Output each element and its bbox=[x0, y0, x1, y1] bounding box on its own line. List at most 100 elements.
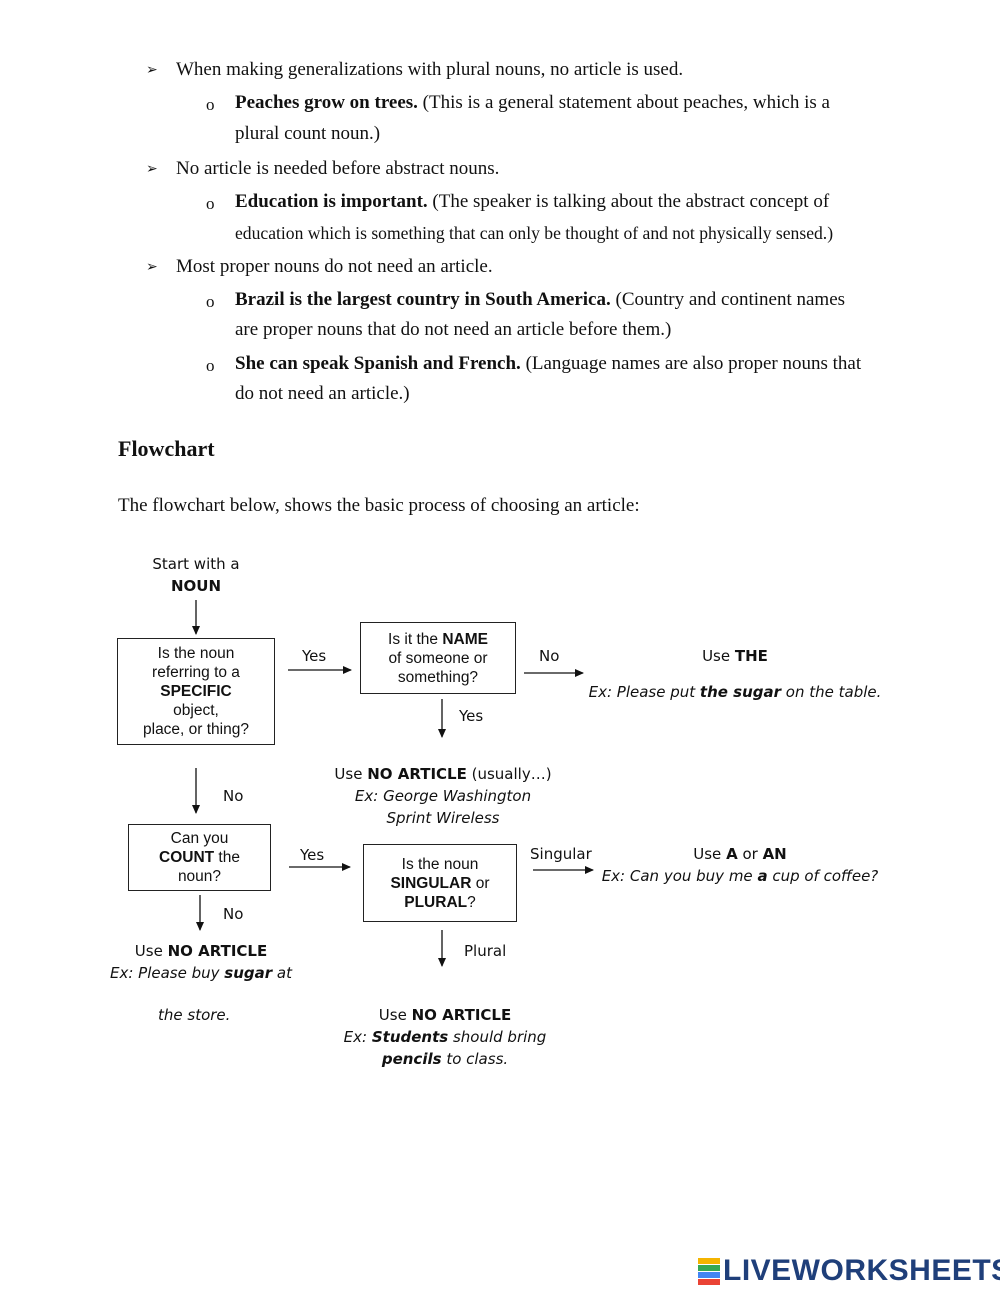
example-note-cont: plural count noun.) bbox=[235, 123, 381, 144]
q2-line: something? bbox=[397, 668, 479, 686]
outcome-text: Use bbox=[702, 647, 735, 665]
example-item: Education is important. (The speaker is … bbox=[235, 187, 875, 217]
example-text: Sprint Wireless bbox=[386, 809, 500, 827]
edge-label-no: No bbox=[223, 787, 244, 805]
example-bold: a bbox=[757, 867, 768, 885]
edge-label-singular: Singular bbox=[530, 845, 592, 863]
q3-line: noun? bbox=[177, 868, 222, 885]
q4-singular-plural-box: Is the noun SINGULAR or PLURAL? bbox=[363, 844, 517, 922]
sub-bullet-icon: o bbox=[206, 292, 215, 311]
edge-label-plural: Plural bbox=[464, 942, 507, 960]
outcome-article: AN bbox=[762, 845, 787, 863]
outcome-text: Use bbox=[693, 845, 727, 863]
q4-line: ? bbox=[467, 893, 476, 911]
example-item: Brazil is the largest country in South A… bbox=[235, 285, 875, 315]
q1-line: place, or thing? bbox=[143, 721, 249, 738]
edge-label-yes: Yes bbox=[459, 707, 484, 725]
q4-keyword: PLURAL bbox=[404, 893, 468, 911]
outcome-text: or bbox=[737, 845, 763, 863]
example-text: Ex: George Washington bbox=[354, 787, 532, 805]
sub-bullet-icon: o bbox=[206, 194, 215, 213]
bullet-arrow-icon: ➢ bbox=[146, 162, 158, 177]
q4-keyword: SINGULAR bbox=[390, 874, 472, 892]
edge-label-no: No bbox=[223, 905, 244, 923]
example-text: at bbox=[272, 964, 292, 982]
q1-specific-box: Is the noun referring to a SPECIFIC obje… bbox=[117, 638, 275, 745]
example-bold: She can speak Spanish and French. bbox=[235, 353, 521, 374]
bullet-arrow-icon: ➢ bbox=[146, 63, 158, 78]
example-item: She can speak Spanish and French. (Langu… bbox=[235, 349, 895, 379]
q3-line: the bbox=[214, 849, 240, 866]
q2-name-box: Is it the NAME of someone or something? bbox=[360, 622, 516, 694]
outcome-article: NO ARTICLE bbox=[367, 765, 467, 783]
sub-bullet-icon: o bbox=[206, 95, 215, 114]
example-bold: Peaches grow on trees. bbox=[235, 92, 418, 113]
sub-bullet-icon: o bbox=[206, 356, 215, 375]
bullet-arrow-icon: ➢ bbox=[146, 260, 158, 275]
example-note-cont: education which is something that can on… bbox=[235, 223, 834, 243]
liveworksheets-logo[interactable]: LIVEWORKSHEETS bbox=[698, 1254, 1000, 1288]
intro-text: The flowchart below, shows the basic pro… bbox=[118, 495, 640, 516]
edge-label-yes: Yes bbox=[300, 846, 325, 864]
example-note-cont: are proper nouns that do not need an art… bbox=[235, 319, 672, 340]
start-text: Start with a bbox=[152, 555, 240, 573]
example-bold: the sugar bbox=[699, 683, 782, 701]
q2-line: Is it the bbox=[388, 630, 443, 648]
q2-keyword: NAME bbox=[442, 630, 488, 648]
example-text: on the table. bbox=[781, 683, 882, 701]
outcome-text: Use bbox=[378, 1006, 412, 1024]
example-note-cont: do not need an article.) bbox=[235, 383, 410, 404]
q1-line: referring to a bbox=[152, 664, 240, 681]
q1-line: Is the noun bbox=[157, 645, 235, 662]
outcome-use-the: Use THE Ex: Please put the sugar on the … bbox=[575, 645, 895, 703]
bullet-text: No article is needed before abstract nou… bbox=[176, 158, 500, 179]
outcome-article: THE bbox=[734, 647, 768, 665]
q2-line: of someone or bbox=[388, 649, 488, 667]
example-note: (Country and continent names bbox=[610, 289, 846, 310]
example-note: (This is a general statement about peach… bbox=[417, 92, 830, 113]
q1-line: object, bbox=[173, 702, 219, 719]
example-text: Ex: Please put bbox=[588, 683, 700, 701]
example-bold: Brazil is the largest country in South A… bbox=[235, 289, 611, 310]
outcome-a-an: Use A or AN Ex: Can you buy me a cup of … bbox=[590, 843, 890, 887]
q3-keyword: COUNT bbox=[159, 849, 215, 866]
example-text: the store. bbox=[158, 1006, 231, 1024]
outcome-plural-no-article: Use NO ARTICLE Ex: Students should bring… bbox=[330, 1004, 560, 1070]
example-text: cup of coffee? bbox=[767, 867, 879, 885]
bullet-text: Most proper nouns do not need an article… bbox=[176, 256, 493, 277]
example-bold: Students bbox=[371, 1028, 449, 1046]
logo-blocks-icon bbox=[698, 1258, 720, 1285]
q3-line: Can you bbox=[170, 830, 229, 847]
example-item: Peaches grow on trees. (This is a genera… bbox=[235, 88, 875, 118]
q1-keyword: SPECIFIC bbox=[160, 683, 232, 700]
section-heading: Flowchart bbox=[118, 436, 215, 461]
q4-line: Is the noun bbox=[401, 855, 479, 873]
outcome-article: NO ARTICLE bbox=[411, 1006, 512, 1024]
example-text: Ex: bbox=[343, 1028, 372, 1046]
example-bold: sugar bbox=[224, 964, 273, 982]
example-bold: pencils bbox=[381, 1050, 442, 1068]
outcome-text: Use bbox=[134, 942, 168, 960]
edge-label-yes: Yes bbox=[302, 647, 327, 665]
start-node: Start with a NOUN bbox=[136, 553, 256, 597]
example-text: should bring bbox=[448, 1028, 547, 1046]
q4-line: or bbox=[471, 874, 490, 892]
example-note: (Language names are also proper nouns th… bbox=[520, 353, 862, 374]
outcome-text: Use bbox=[334, 765, 368, 783]
logo-text: LIVEWORKSHEETS bbox=[723, 1254, 1000, 1287]
example-text: Ex: Please buy bbox=[109, 964, 225, 982]
edge-label-no: No bbox=[539, 647, 560, 665]
bullet-text: When making generalizations with plural … bbox=[176, 59, 684, 80]
example-bold: Education is important. bbox=[235, 191, 428, 212]
example-text: to class. bbox=[441, 1050, 509, 1068]
q3-count-box: Can you COUNT the noun? bbox=[128, 824, 271, 891]
outcome-article: NO ARTICLE bbox=[167, 942, 268, 960]
example-text: Ex: Can you buy me bbox=[601, 867, 758, 885]
outcome-uncountable-no-article: Use NO ARTICLE Ex: Please buy sugar at bbox=[100, 940, 302, 984]
outcome-text: (usually…) bbox=[466, 765, 552, 783]
outcome-name-no-article: Use NO ARTICLE (usually…) Ex: George Was… bbox=[312, 763, 574, 829]
start-noun: NOUN bbox=[170, 577, 222, 595]
example-note: (The speaker is talking about the abstra… bbox=[427, 191, 830, 212]
outcome-article: A bbox=[726, 845, 738, 863]
